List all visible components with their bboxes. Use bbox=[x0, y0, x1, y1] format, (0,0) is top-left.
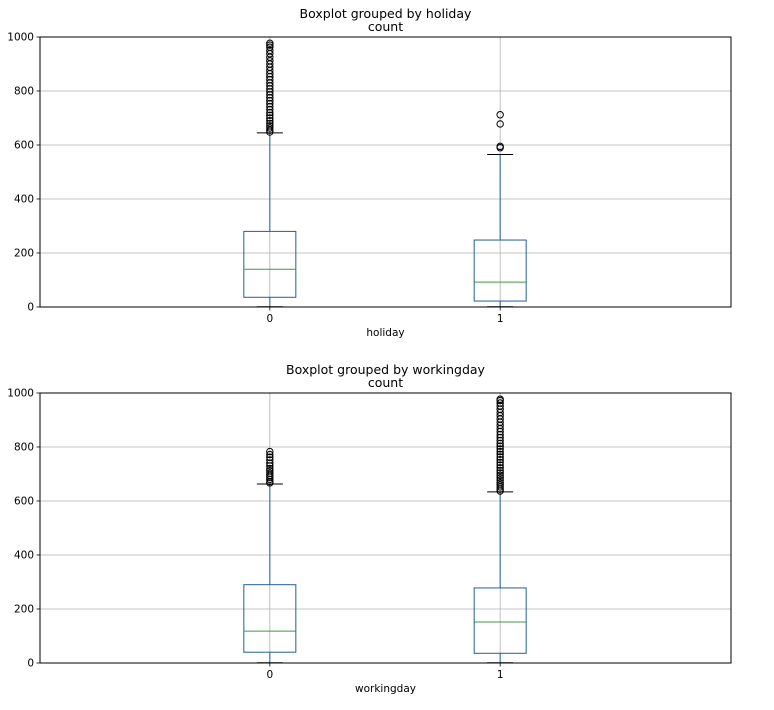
outlier-point bbox=[266, 450, 274, 459]
y-tick-label: 600 bbox=[14, 496, 34, 508]
outlier-point bbox=[496, 142, 504, 151]
x-tick-label: 1 bbox=[497, 313, 504, 325]
outlier-point bbox=[496, 469, 504, 477]
chart-title: Boxplot grouped by holiday bbox=[300, 6, 472, 21]
outlier-point bbox=[496, 458, 504, 467]
y-tick-label: 200 bbox=[14, 248, 34, 260]
outlier-point bbox=[266, 57, 274, 65]
outlier-point bbox=[266, 453, 274, 461]
outlier-point bbox=[496, 442, 504, 450]
outlier-point bbox=[496, 395, 504, 403]
y-tick-label: 400 bbox=[14, 194, 34, 206]
outlier-point bbox=[266, 117, 274, 125]
outlier-point bbox=[496, 399, 504, 407]
outlier-point bbox=[496, 476, 504, 484]
outlier-point bbox=[496, 481, 504, 489]
y-tick-label: 800 bbox=[14, 442, 34, 454]
y-tick-label: 0 bbox=[27, 302, 34, 314]
outlier-point bbox=[496, 120, 504, 128]
x-axis-label: workingday bbox=[355, 683, 416, 695]
outlier-point bbox=[266, 41, 274, 49]
y-tick-label: 600 bbox=[14, 140, 34, 152]
plot-frame bbox=[39, 36, 732, 308]
y-tick-label: 200 bbox=[14, 604, 34, 616]
x-axis-label: holiday bbox=[366, 327, 404, 339]
outlier-point bbox=[266, 119, 274, 128]
x-tick-label: 1 bbox=[497, 669, 504, 681]
outlier-point bbox=[496, 474, 504, 482]
workingday-boxplot-panel: Boxplot grouped by workingday count 0 200… bbox=[7, 362, 732, 695]
x-tick-label: 0 bbox=[266, 669, 273, 681]
outlier-point bbox=[496, 464, 504, 472]
outlier-point bbox=[266, 469, 274, 477]
box-iqr bbox=[473, 239, 527, 302]
plot-frame bbox=[39, 392, 732, 664]
y-tick-label: 1000 bbox=[7, 32, 34, 44]
outlier-point bbox=[496, 461, 504, 469]
outlier-point bbox=[266, 456, 274, 464]
outlier-point bbox=[496, 478, 504, 487]
outlier-point bbox=[266, 447, 274, 456]
box-iqr bbox=[473, 587, 527, 654]
outlier-point bbox=[496, 471, 504, 480]
y-tick-label: 400 bbox=[14, 550, 34, 562]
y-tick-label: 800 bbox=[14, 86, 34, 98]
x-tick-label: 0 bbox=[266, 313, 273, 325]
outlier-point bbox=[266, 43, 274, 51]
box-iqr bbox=[243, 584, 297, 653]
box-iqr bbox=[243, 230, 297, 298]
chart-subtitle: count bbox=[368, 19, 403, 34]
outlier-point bbox=[266, 39, 274, 47]
outlier-point bbox=[266, 467, 274, 475]
outlier-point bbox=[496, 453, 504, 461]
outlier-point bbox=[496, 445, 504, 453]
box-group-1 bbox=[473, 395, 527, 664]
chart-subtitle: count bbox=[368, 375, 403, 390]
outlier-point bbox=[496, 111, 504, 119]
outlier-point bbox=[266, 114, 274, 122]
y-tick-label: 0 bbox=[27, 658, 34, 670]
outlier-point bbox=[266, 124, 274, 132]
outlier-point bbox=[266, 111, 274, 120]
outlier-point bbox=[496, 455, 504, 464]
outlier-point bbox=[496, 450, 504, 458]
outlier-point bbox=[266, 46, 274, 55]
chart-title: Boxplot grouped by workingday bbox=[286, 362, 486, 377]
holiday-boxplot-panel: Boxplot grouped by holiday count 0 200 400… bbox=[7, 6, 732, 339]
box-group-1 bbox=[473, 111, 527, 308]
y-tick-label: 1000 bbox=[7, 388, 34, 400]
outlier-point bbox=[496, 466, 504, 475]
outlier-point bbox=[266, 464, 274, 473]
outlier-point bbox=[496, 447, 504, 456]
outlier-point bbox=[266, 122, 274, 130]
